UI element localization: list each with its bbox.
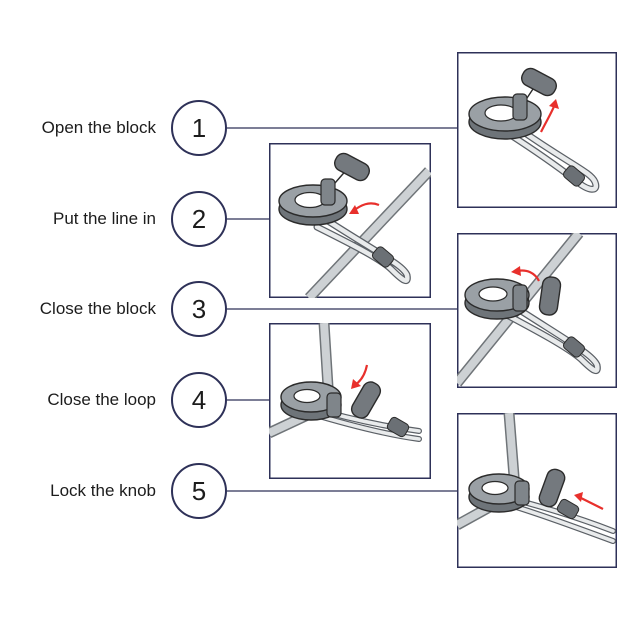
curved-arrow-icon	[540, 99, 559, 133]
step-number-4: 4	[171, 372, 227, 428]
curved-arrow-icon	[574, 492, 604, 510]
step-label-5: Lock the knob	[50, 481, 156, 500]
step-number-3: 3	[171, 281, 227, 337]
step-number-2-text: 2	[191, 203, 207, 234]
toggle-knob-icon	[514, 468, 566, 508]
curved-arrow-icon	[511, 266, 540, 282]
toggle-knob-icon	[512, 67, 557, 121]
illustration-panel-5	[457, 413, 617, 568]
loop-icon	[505, 122, 600, 193]
panel-frame-5	[457, 413, 617, 568]
block-icon	[278, 184, 348, 226]
toggle-knob-icon	[320, 152, 370, 206]
step-label-4: Close the loop	[47, 390, 156, 409]
illustration-panel-3	[457, 233, 617, 388]
toggle-knob-icon	[512, 276, 562, 316]
block-icon	[468, 473, 530, 513]
loop-icon	[313, 215, 411, 285]
illustration-panel-4	[269, 323, 431, 479]
step-number-5-text: 5	[191, 475, 207, 506]
curved-arrow-icon	[349, 202, 380, 214]
illustration-panel-2	[269, 143, 431, 298]
step-number-2: 2	[171, 191, 227, 247]
step-label-2: Put the line in	[52, 209, 156, 228]
block-icon	[468, 96, 542, 140]
step-number-4-text: 4	[191, 384, 207, 415]
main-line	[305, 167, 431, 298]
step-label-1: Open the block	[41, 118, 156, 137]
curved-arrow-icon	[351, 364, 369, 389]
step-number-3-text: 3	[191, 293, 207, 324]
step-number-1-text: 1	[191, 112, 207, 143]
loop-icon	[503, 303, 601, 375]
step-label-3: Close the block	[39, 299, 156, 318]
illustration-panel-1	[457, 52, 617, 208]
step-number-1: 1	[171, 100, 227, 156]
step-number-5: 5	[171, 463, 227, 519]
toggle-knob-icon	[326, 381, 382, 419]
